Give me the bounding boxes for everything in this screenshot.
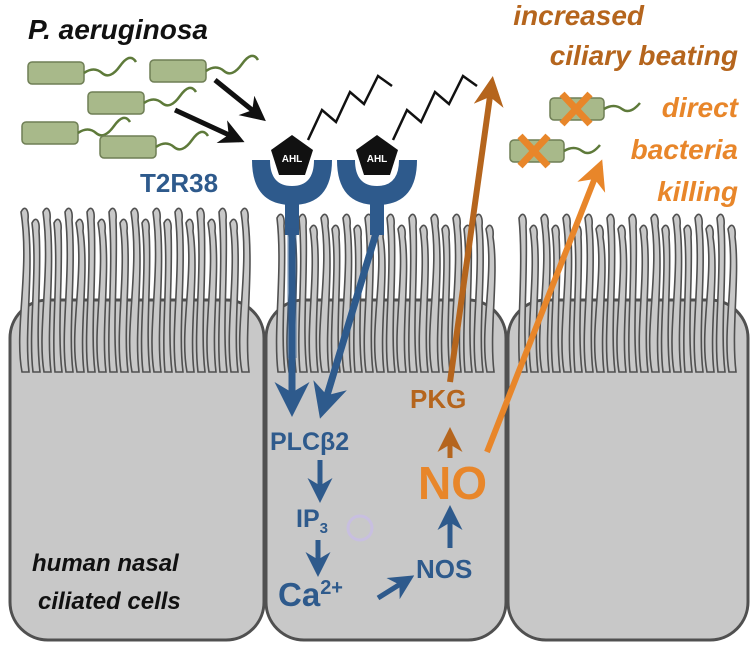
ip3-label: IP3 (296, 505, 328, 537)
cilium (616, 224, 628, 373)
pkg-label: PKG (410, 384, 467, 414)
cilium (583, 213, 594, 373)
cilium (418, 224, 429, 373)
cilium (703, 224, 716, 373)
cilium (396, 224, 408, 373)
cilium (373, 224, 386, 373)
ahl-molecule-left (271, 74, 393, 175)
cilium (140, 218, 151, 373)
pkg-to-ciliary-arrow (447, 76, 504, 383)
plc-beta2-label: PLCβ2 (270, 428, 350, 456)
ip3-ring (346, 514, 374, 542)
cell-label-line2: ciliated cells (38, 588, 181, 615)
organism-title: P. aeruginosa (28, 14, 209, 45)
cilium (385, 213, 396, 373)
ahl-label-left: AHL (282, 154, 303, 165)
cilium (308, 224, 319, 373)
calcium-label: Ca2+ (278, 576, 343, 614)
killing-outcome-line2: bacteria (630, 134, 738, 165)
bacterium (21, 116, 132, 145)
cilium (528, 224, 539, 373)
cilium (183, 218, 196, 373)
bacterium (99, 130, 210, 159)
cell-label-line1: human nasal (32, 550, 179, 577)
ciliary-outcome-line2: ciliary beating (549, 40, 738, 71)
cilium (683, 224, 693, 373)
cilium (73, 218, 86, 373)
cilium (648, 213, 661, 373)
ca-to-nos-arrow (376, 575, 415, 601)
cilium (726, 224, 738, 373)
calcium-text: Ca (278, 576, 321, 613)
ip3-subscript: 3 (319, 520, 328, 537)
cilium (53, 218, 63, 373)
cilium (561, 213, 573, 373)
killing-outcome-line3: killing (657, 176, 738, 207)
ip3-text: IP (296, 505, 320, 533)
cilium (318, 213, 331, 373)
cilium (693, 213, 704, 373)
bacterium (27, 56, 138, 85)
cell-right (506, 298, 750, 642)
killing-outcome-line1: direct (661, 92, 738, 123)
cilium (96, 218, 108, 373)
no-to-killing-arrow (484, 159, 606, 454)
cilium (408, 213, 418, 373)
cilium (275, 213, 286, 373)
cilium (671, 213, 683, 373)
receptor-to-plc-arrows (274, 228, 381, 419)
cilium (30, 218, 41, 373)
cilium (660, 224, 671, 373)
bacteria-signal-arrows (173, 78, 266, 143)
bacterium (149, 54, 260, 83)
cilium (228, 218, 239, 373)
cilium (628, 213, 638, 373)
receptor-label: T2R38 (140, 168, 219, 198)
cilium (41, 207, 53, 373)
cilium (163, 218, 173, 373)
cilium (151, 207, 163, 373)
cilium (473, 213, 484, 373)
cilium (85, 207, 96, 373)
cilium (118, 218, 129, 373)
killed-bacterium-lower (509, 133, 601, 169)
cilium (63, 207, 74, 373)
cilium (518, 213, 528, 373)
cilium (550, 224, 561, 373)
cilium (108, 207, 118, 373)
cilium (330, 224, 341, 373)
cilium (440, 224, 451, 373)
calcium-superscript: 2+ (320, 577, 343, 599)
bacterium (87, 86, 198, 115)
cilium (483, 224, 496, 373)
killed-bacterium-upper (549, 91, 641, 127)
ahl-label-right: AHL (367, 154, 388, 165)
nos-label: NOS (416, 554, 473, 584)
cilium (173, 207, 184, 373)
t2r38-receptor-right (337, 160, 417, 235)
cilium (18, 207, 31, 373)
bacteria-group (21, 54, 260, 159)
cilium (298, 213, 308, 373)
cilium (638, 224, 649, 373)
ciliary-outcome-line1: increased (513, 0, 644, 31)
cilium (593, 224, 606, 373)
cilium (128, 207, 141, 373)
cilium (206, 218, 218, 373)
cilia-layer (18, 207, 738, 373)
cilium (218, 207, 228, 373)
ahl-molecule-right (356, 74, 478, 175)
cilium (428, 213, 441, 373)
no-label: NO (418, 457, 487, 509)
cilium (715, 213, 726, 373)
cilium (195, 207, 206, 373)
cilium (605, 213, 616, 373)
cilium (238, 207, 251, 373)
cilium (573, 224, 583, 373)
